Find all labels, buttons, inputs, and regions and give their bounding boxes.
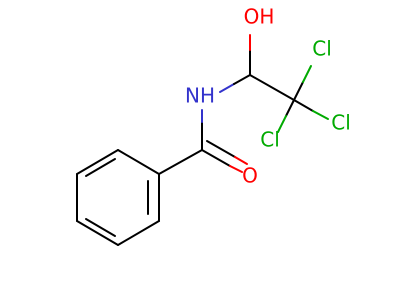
c-cl-right-bond-chlorine [312, 110, 329, 120]
chlorine-right-label: Cl [331, 111, 351, 135]
co-bond-red-1 [229, 165, 243, 173]
c-cl-top-bond-chlorine [302, 65, 312, 83]
c-cl-bottom-bond-chlorine [277, 115, 287, 133]
ring-inner-double-2 [85, 218, 116, 237]
ring-bond-4 [76, 220, 119, 246]
ring-bond-1 [117, 149, 160, 175]
ring-bond-6 [76, 149, 119, 175]
ch-trichloromethyl-bond [249, 74, 295, 101]
carbonyl-oxygen-label: O [242, 164, 258, 188]
carbonyl-double-bond [201, 140, 248, 173]
amide-nitrogen-label: NH [185, 84, 215, 108]
co-bond-red-2 [234, 156, 248, 165]
aryl-carbonyl-bond [158, 149, 203, 175]
hydroxyl-label: OH [244, 5, 275, 29]
ring-inner-double-3 [85, 158, 116, 177]
nitrogen-ch-bond-nitrogen [219, 83, 235, 93]
nitrogen-ch-bond-carbon [233, 74, 251, 85]
ring-bond-3 [117, 220, 160, 246]
c-cl-top-bond-carbon [293, 81, 304, 101]
chlorine-bottom-label: Cl [260, 128, 280, 152]
chlorine-top-label: Cl [312, 37, 332, 61]
c-cl-right-bond-carbon [293, 99, 314, 112]
co-bond-black-2 [206, 140, 236, 158]
co-bond-black-1 [201, 149, 231, 167]
benzene-ring [76, 149, 160, 246]
c-cl-bottom-bond-carbon [285, 99, 295, 117]
